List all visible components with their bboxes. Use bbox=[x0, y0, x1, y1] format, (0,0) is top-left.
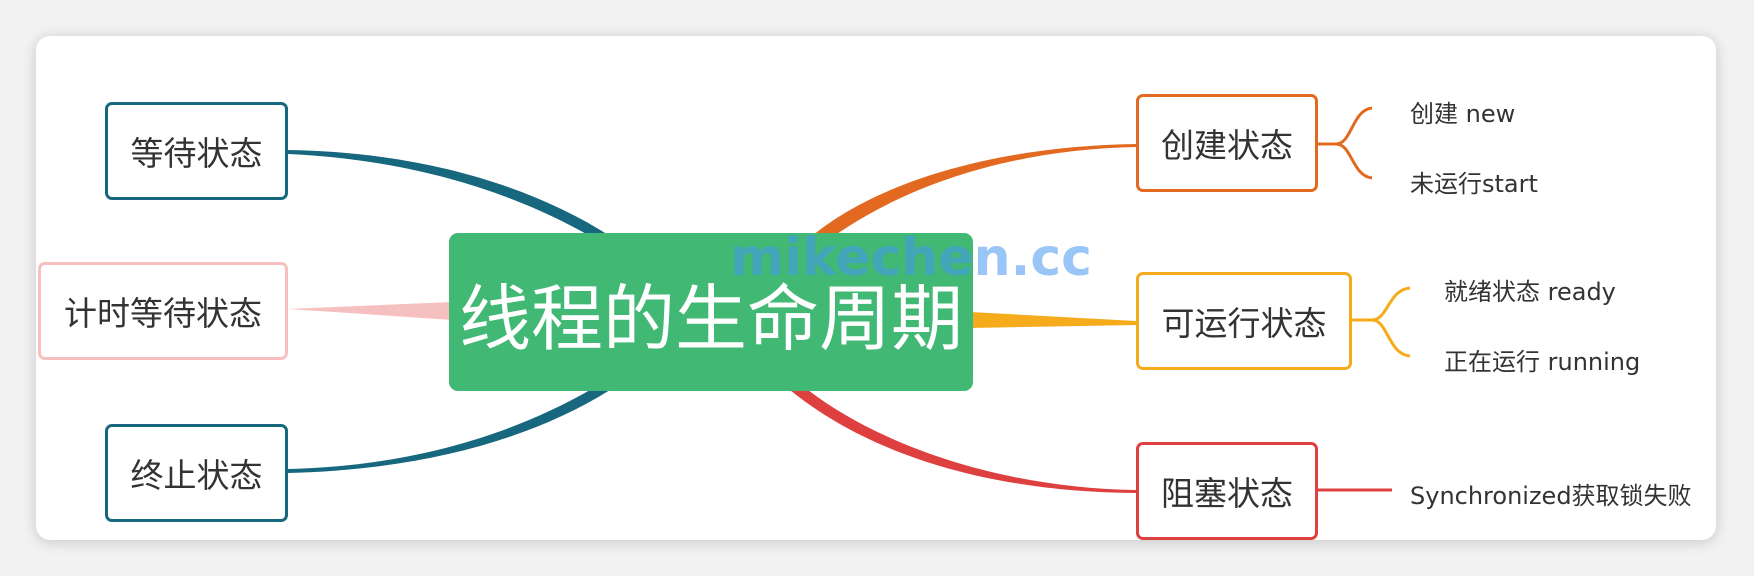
bracket-new bbox=[1318, 106, 1373, 180]
branch-blocked bbox=[790, 390, 1136, 493]
branch-timed-waiting bbox=[288, 302, 452, 320]
node-waiting-state[interactable]: 等待状态 bbox=[105, 102, 288, 200]
central-topic[interactable]: 线程的生命周期 bbox=[449, 233, 973, 391]
watermark: mikechen.cc bbox=[730, 228, 1092, 288]
node-new-state[interactable]: 创建状态 bbox=[1136, 94, 1318, 192]
leaf-create-new[interactable]: 创建 new bbox=[1410, 100, 1516, 128]
node-timed-waiting-state[interactable]: 计时等待状态 bbox=[38, 262, 288, 360]
branch-waiting bbox=[288, 150, 610, 236]
bracket-runnable bbox=[1352, 286, 1411, 358]
leaf-not-started[interactable]: 未运行start bbox=[1410, 170, 1538, 198]
leaf-ready[interactable]: 就绪状态 ready bbox=[1444, 278, 1616, 306]
node-runnable-state[interactable]: 可运行状态 bbox=[1136, 272, 1352, 370]
node-terminated-state[interactable]: 终止状态 bbox=[105, 424, 288, 522]
branch-new bbox=[812, 144, 1136, 236]
branch-runnable bbox=[970, 312, 1136, 328]
branch-terminated bbox=[288, 390, 610, 473]
leaf-synchronized-lock-failed[interactable]: Synchronized获取锁失败 bbox=[1410, 482, 1692, 510]
leaf-running[interactable]: 正在运行 running bbox=[1444, 348, 1641, 376]
node-blocked-state[interactable]: 阻塞状态 bbox=[1136, 442, 1318, 540]
